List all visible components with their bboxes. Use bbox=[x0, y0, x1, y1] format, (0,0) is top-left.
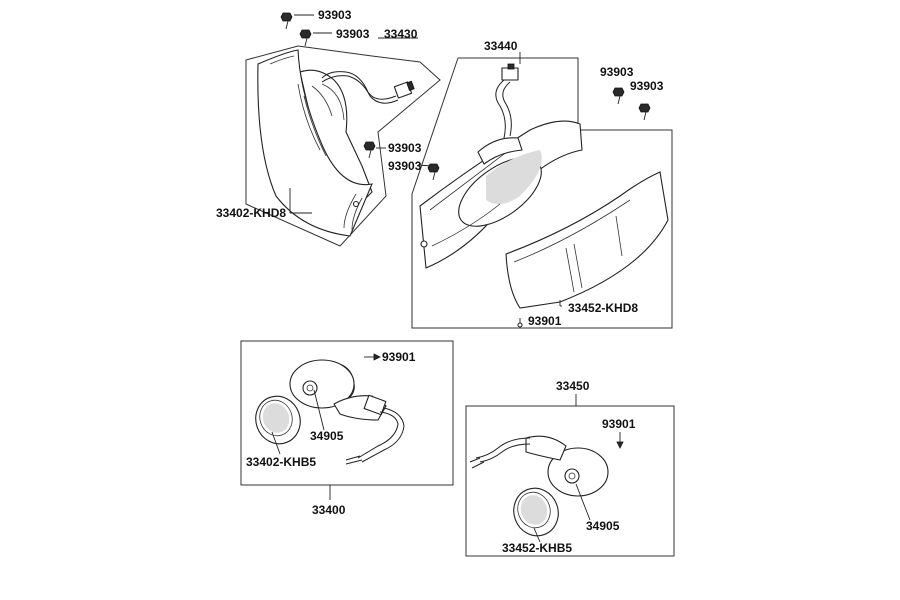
part-labels: 93903 93903 33430 93903 93903 33402-KHD8… bbox=[216, 8, 664, 555]
rear-right-small-screw bbox=[517, 318, 523, 328]
front-left-wire bbox=[357, 411, 399, 459]
front-left-bulb bbox=[302, 380, 318, 396]
rear-left-assembly-group bbox=[245, 12, 441, 247]
label-screw-front-left: 93901 bbox=[382, 350, 416, 364]
rear-right-assembly-group bbox=[411, 52, 673, 329]
rear-left-screw-c bbox=[363, 141, 376, 159]
rear-right-lens bbox=[505, 171, 669, 309]
label-bulb-front-left: 34905 bbox=[310, 429, 344, 443]
label-assy-rear-left: 33430 bbox=[384, 27, 418, 41]
label-screw-right-a: 93903 bbox=[600, 65, 634, 79]
rear-right-screw-b bbox=[638, 103, 651, 121]
label-lens-rear-left: 33402-KHD8 bbox=[216, 206, 286, 220]
label-screw-mid-left-b: 93903 bbox=[388, 159, 422, 173]
label-lens-rear-right: 33452-KHD8 bbox=[568, 301, 638, 315]
front-right-assembly-group bbox=[465, 394, 675, 557]
label-screw-right-b: 93903 bbox=[630, 79, 664, 93]
front-right-assembly-outline bbox=[465, 405, 675, 557]
label-assy-rear-right: 33440 bbox=[484, 39, 518, 53]
label-lens-front-left: 33402-KHB5 bbox=[246, 455, 316, 469]
label-assy-front-left: 33400 bbox=[312, 503, 346, 517]
rear-left-screw-d bbox=[427, 163, 440, 181]
rear-right-wire bbox=[495, 79, 506, 139]
front-right-screw bbox=[616, 432, 624, 449]
rear-left-wire bbox=[321, 71, 397, 100]
label-screw-upper-left-a: 93903 bbox=[318, 8, 352, 22]
front-left-screw bbox=[364, 353, 381, 361]
label-screw-mid-left-a: 93903 bbox=[388, 141, 422, 155]
front-right-bulb bbox=[564, 468, 580, 484]
rear-right-assembly-outline bbox=[411, 57, 673, 329]
label-screw-upper-left-b: 93903 bbox=[336, 27, 370, 41]
rear-right-screw-a bbox=[612, 87, 625, 105]
rear-left-lens bbox=[257, 49, 373, 237]
front-right-wire bbox=[475, 437, 531, 459]
front-left-assembly-outline bbox=[240, 340, 454, 486]
rear-left-assembly-outline bbox=[245, 45, 441, 247]
front-left-assembly-group bbox=[240, 340, 454, 500]
label-assy-front-right: 33450 bbox=[556, 379, 590, 393]
label-bulb-front-right: 34905 bbox=[586, 519, 620, 533]
rear-right-connector bbox=[501, 67, 519, 81]
label-screw-front-right: 93901 bbox=[602, 417, 636, 431]
rear-left-screw-b bbox=[299, 29, 312, 47]
label-bulb-screw-right: 93901 bbox=[528, 314, 562, 328]
label-lens-front-right: 33452-KHB5 bbox=[502, 541, 572, 555]
rear-left-screw-a bbox=[280, 12, 293, 30]
